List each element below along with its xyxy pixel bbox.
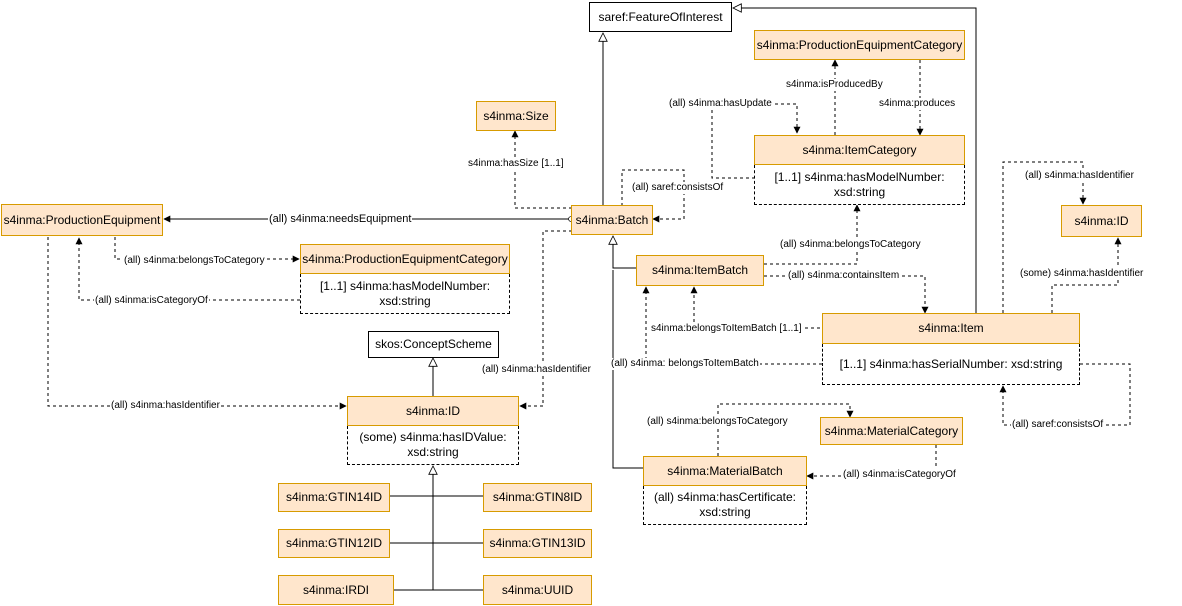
node-batch[interactable]: s4inma:Batch xyxy=(571,205,653,235)
edge-batch-has-identifier xyxy=(519,230,572,410)
label-pec-is-category-of: (all) s4inma:isCategoryOf xyxy=(94,295,209,307)
edge-belongs-to-item-batch-1 xyxy=(690,286,820,329)
label-batch-has-identifier: (all) s4inma:hasIdentifier xyxy=(481,364,592,376)
node-item[interactable]: s4inma:Item xyxy=(822,313,1080,344)
node-item-attributes: [1..1] s4inma:hasSerialNumber: xsd:strin… xyxy=(822,344,1080,385)
edge-pec-is-category-of xyxy=(75,237,300,301)
node-gtin13id[interactable]: s4inma:GTIN13ID xyxy=(483,529,592,558)
label-belongs-to-item-batch-all: (all) s4inma: belongsToItemBatch xyxy=(610,358,760,370)
node-production-equipment-category-left-attributes: [1..1] s4inma:hasModelNumber: xsd:string xyxy=(300,274,510,314)
node-feature-of-interest[interactable]: saref:FeatureOfInterest xyxy=(589,2,732,32)
node-id-right[interactable]: s4inma:ID xyxy=(1061,205,1142,237)
edge-item-some-has-identifier xyxy=(1051,237,1122,313)
edge-itembatch-subclass-batch xyxy=(613,236,636,269)
node-gtin14id[interactable]: s4inma:GTIN14ID xyxy=(278,483,390,512)
label-item-consists-of: (all) saref:consistsOf xyxy=(1011,419,1105,431)
node-id-center[interactable]: s4inma:ID xyxy=(347,396,519,426)
node-material-batch-attributes: (all) s4inma:hasCertificate: xsd:string xyxy=(643,486,807,525)
edge-has-size xyxy=(511,130,572,209)
node-id-center-attributes: (some) s4inma:hasIDValue: xsd:string xyxy=(347,426,519,465)
node-item-batch[interactable]: s4inma:ItemBatch xyxy=(636,255,764,286)
node-material-batch[interactable]: s4inma:MaterialBatch xyxy=(643,456,807,486)
node-uuid[interactable]: s4inma:UUID xyxy=(483,575,592,605)
node-material-category[interactable]: s4inma:MaterialCategory xyxy=(820,417,963,445)
label-has-size: s4inma:hasSize [1..1] xyxy=(467,158,565,170)
node-irdi[interactable]: s4inma:IRDI xyxy=(278,575,394,605)
edge-materialbatch-subclass-batch xyxy=(612,270,643,469)
edge-ib-belongs-to-category xyxy=(764,204,861,265)
node-item-category[interactable]: s4inma:ItemCategory xyxy=(754,135,965,165)
node-production-equipment[interactable]: s4inma:ProductionEquipment xyxy=(1,204,163,236)
node-concept-scheme[interactable]: skos:ConceptScheme xyxy=(368,331,499,358)
edge-consists-of-batch xyxy=(621,169,685,223)
node-size[interactable]: s4inma:Size xyxy=(476,101,556,131)
label-item-has-identifier: (all) s4inma:hasIdentifier xyxy=(1024,170,1135,182)
edge-pe-has-identifier xyxy=(47,237,347,410)
node-gtin12id[interactable]: s4inma:GTIN12ID xyxy=(278,529,390,558)
label-mb-belongs-to-category: (all) s4inma:belongsToCategory xyxy=(646,416,789,428)
node-gtin8id[interactable]: s4inma:GTIN8ID xyxy=(483,483,592,512)
edge-item-subclass-feature xyxy=(733,8,977,313)
label-ib-belongs-to-category: (all) s4inma:belongsToCategory xyxy=(779,239,922,251)
edge-item-has-identifier xyxy=(1002,161,1087,313)
label-is-produced-by: s4inma:isProducedBy xyxy=(785,79,884,91)
label-item-some-has-identifier: (some) s4inma:hasIdentifier xyxy=(1019,268,1145,280)
label-has-update: (all) s4inma:hasUpdate xyxy=(668,98,773,110)
node-production-equipment-category-left[interactable]: s4inma:ProductionEquipmentCategory xyxy=(300,244,510,274)
label-mc-is-category-of: (all) s4inma:isCategoryOf xyxy=(842,469,957,481)
label-contains-item: (all) s4inma:containsItem xyxy=(787,270,901,282)
label-consists-of-batch: (all) saref:consistsOf xyxy=(631,182,725,194)
edge-mb-belongs-to-category xyxy=(717,403,854,456)
label-pe-belongs-to-category: (all) s4inma:belongsToCategory xyxy=(123,255,266,267)
edge-item-consists-of xyxy=(999,363,1131,426)
label-pe-has-identifier: (all) s4inma:hasIdentifier xyxy=(110,400,221,412)
label-belongs-to-item-batch-1: s4inma:belongsToItemBatch [1..1] xyxy=(650,323,803,335)
label-produces: s4inma:produces xyxy=(878,98,957,110)
node-production-equipment-category-top[interactable]: s4inma:ProductionEquipmentCategory xyxy=(754,30,965,60)
label-needs-equipment: (all) s4inma:needsEquipment xyxy=(268,213,413,225)
node-item-category-attributes: [1..1] s4inma:hasModelNumber: xsd:string xyxy=(754,165,965,205)
